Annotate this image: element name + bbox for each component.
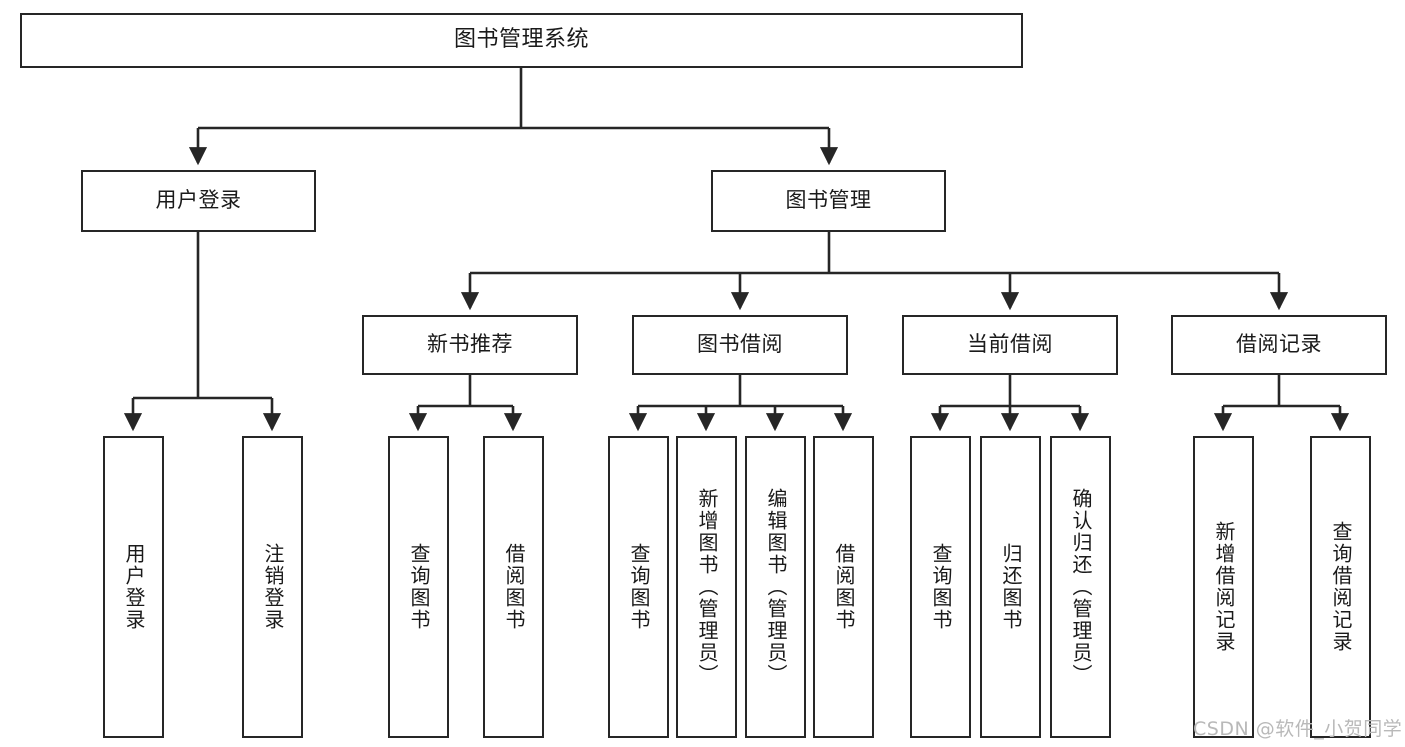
node-new-book-recommend[interactable]: 新书推荐 xyxy=(362,315,578,375)
leaf-edit-book-admin[interactable]: 编辑图书（管理员） xyxy=(745,436,806,738)
leaf-query-book-borrow[interactable]: 查询图书 xyxy=(608,436,669,738)
leaf-borrow-book-recommend-label: 借阅图书 xyxy=(502,543,526,631)
leaf-borrow-book-recommend[interactable]: 借阅图书 xyxy=(483,436,544,738)
node-root-label: 图书管理系统 xyxy=(453,27,589,53)
watermark-text: CSDN @软件_小贺同学 xyxy=(1193,718,1403,740)
leaf-add-book-admin[interactable]: 新增图书（管理员） xyxy=(676,436,737,738)
leaf-logout[interactable]: 注销登录 xyxy=(242,436,303,738)
leaf-add-borrow-record-label: 新增借阅记录 xyxy=(1212,521,1236,653)
leaf-logout-label: 注销登录 xyxy=(261,543,285,631)
leaf-edit-book-admin-label: 编辑图书（管理员） xyxy=(764,488,788,686)
leaf-borrow-book[interactable]: 借阅图书 xyxy=(813,436,874,738)
leaf-borrow-book-label: 借阅图书 xyxy=(832,543,856,631)
node-borrow-record-label: 借阅记录 xyxy=(1236,332,1322,357)
leaf-query-book-recommend-label: 查询图书 xyxy=(407,543,431,631)
leaf-query-book-current[interactable]: 查询图书 xyxy=(910,436,971,738)
node-current-borrow-label: 当前借阅 xyxy=(967,332,1053,357)
node-borrow-record[interactable]: 借阅记录 xyxy=(1171,315,1387,375)
leaf-user-login-label: 用户登录 xyxy=(122,543,146,631)
node-book-manage-label: 图书管理 xyxy=(785,188,872,213)
node-root[interactable]: 图书管理系统 xyxy=(20,13,1023,68)
node-user-login-label: 用户登录 xyxy=(155,188,242,213)
leaf-confirm-return-admin-label: 确认归还（管理员） xyxy=(1069,488,1093,686)
leaf-return-book[interactable]: 归还图书 xyxy=(980,436,1041,738)
node-book-borrow[interactable]: 图书借阅 xyxy=(632,315,848,375)
node-book-manage[interactable]: 图书管理 xyxy=(711,170,946,232)
node-book-borrow-label: 图书借阅 xyxy=(697,332,783,357)
leaf-query-book-borrow-label: 查询图书 xyxy=(627,543,651,631)
leaf-confirm-return-admin[interactable]: 确认归还（管理员） xyxy=(1050,436,1111,738)
leaf-return-book-label: 归还图书 xyxy=(999,543,1023,631)
leaf-add-book-admin-label: 新增图书（管理员） xyxy=(695,488,719,686)
leaf-query-book-recommend[interactable]: 查询图书 xyxy=(388,436,449,738)
leaf-user-login[interactable]: 用户登录 xyxy=(103,436,164,738)
node-current-borrow[interactable]: 当前借阅 xyxy=(902,315,1118,375)
leaf-query-borrow-record-label: 查询借阅记录 xyxy=(1329,521,1353,653)
leaf-query-borrow-record[interactable]: 查询借阅记录 xyxy=(1310,436,1371,738)
leaf-add-borrow-record[interactable]: 新增借阅记录 xyxy=(1193,436,1254,738)
node-user-login[interactable]: 用户登录 xyxy=(81,170,316,232)
node-new-book-recommend-label: 新书推荐 xyxy=(427,332,513,357)
leaf-query-book-current-label: 查询图书 xyxy=(929,543,953,631)
